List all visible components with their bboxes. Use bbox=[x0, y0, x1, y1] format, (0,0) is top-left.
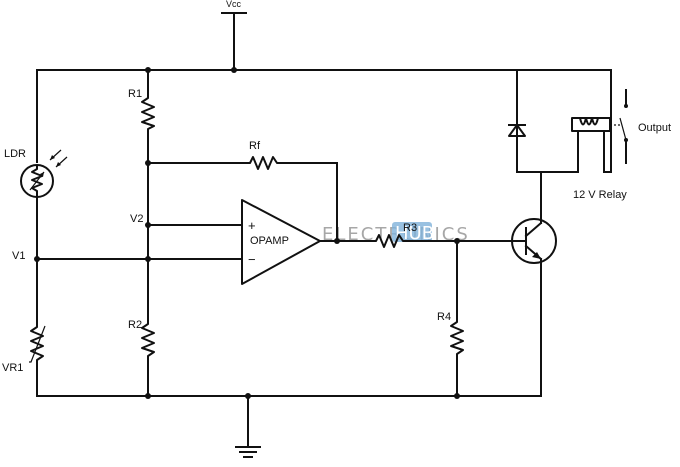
ldr-label: LDR bbox=[4, 148, 26, 160]
v1-node: V1 bbox=[12, 250, 243, 262]
watermark: ELECTRONICS HUB bbox=[322, 222, 468, 245]
vr1-thermistor: VR1 bbox=[2, 322, 46, 397]
relay-label: 12 V Relay bbox=[573, 189, 627, 201]
r2-label: R2 bbox=[128, 319, 142, 331]
watermark-badge: HUB bbox=[395, 223, 434, 244]
output-label: Output bbox=[638, 122, 671, 134]
opamp-minus: − bbox=[248, 252, 256, 267]
rf-label: Rf bbox=[249, 140, 261, 152]
relay: 12 V Relay Output bbox=[571, 89, 671, 201]
divider-branch: R1 R2 V2 bbox=[128, 67, 237, 397]
npn-transistor bbox=[511, 171, 557, 397]
r4-resistor: R4 bbox=[437, 238, 464, 397]
ground-rail bbox=[36, 393, 542, 458]
rf-feedback: Rf bbox=[147, 140, 338, 242]
opamp: + − OPAMP bbox=[147, 199, 373, 285]
v1-label: V1 bbox=[12, 250, 25, 262]
opamp-plus: + bbox=[248, 218, 256, 233]
relay-driver bbox=[508, 119, 612, 173]
opamp-label: OPAMP bbox=[250, 235, 289, 247]
vr1-label: VR1 bbox=[2, 362, 23, 374]
ldr-branch: LDR bbox=[4, 69, 68, 323]
r4-label: R4 bbox=[437, 311, 451, 323]
watermark-badge-bg bbox=[392, 222, 432, 242]
vcc-supply: Vcc bbox=[221, 0, 247, 71]
r3-label: R3 bbox=[403, 222, 417, 234]
r1-label: R1 bbox=[128, 88, 142, 100]
top-rail bbox=[36, 69, 612, 173]
v2-label: V2 bbox=[130, 213, 143, 225]
vcc-label: Vcc bbox=[226, 0, 242, 9]
